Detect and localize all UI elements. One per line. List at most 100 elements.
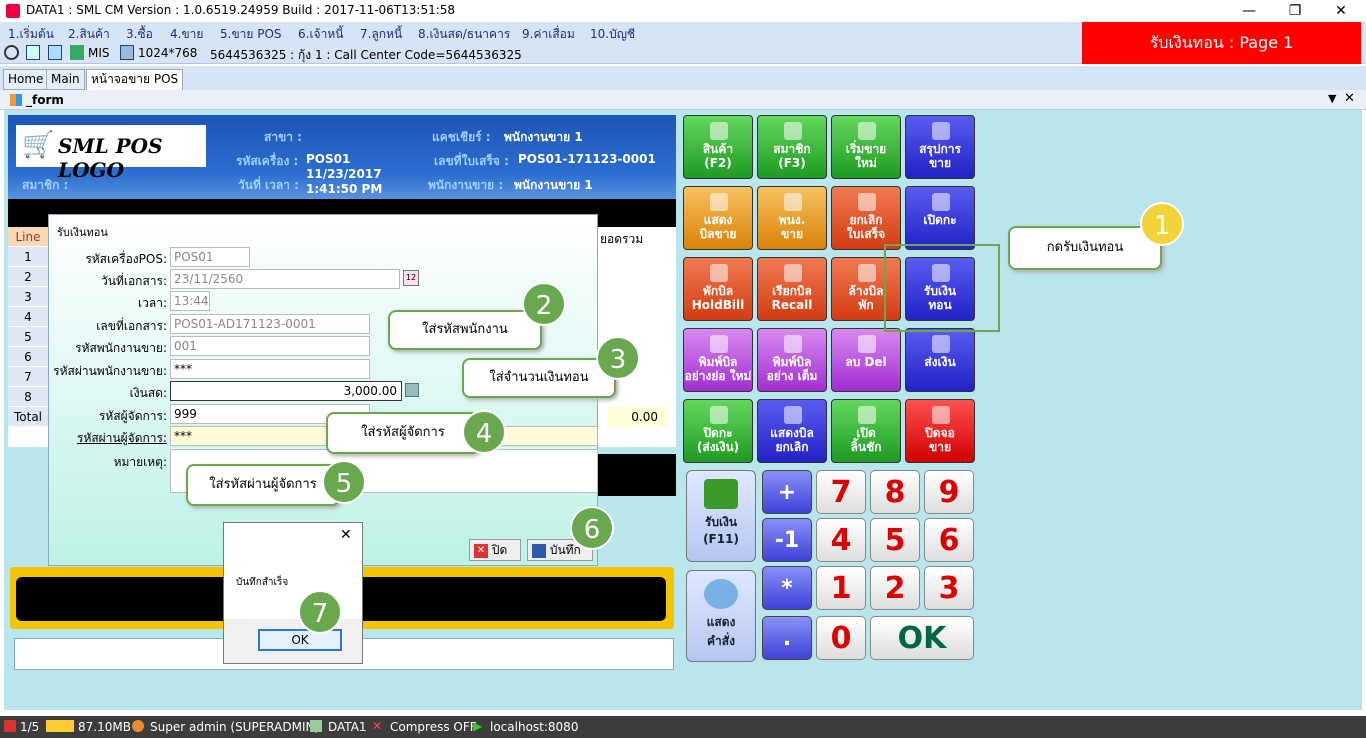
calculator-icon[interactable] xyxy=(48,45,62,60)
receive-label: รับเงิน xyxy=(704,515,738,529)
key-8[interactable]: 8 xyxy=(870,470,920,514)
key-6[interactable]: 6 xyxy=(924,518,974,562)
step-5-badge: 5 xyxy=(322,460,366,504)
member-button[interactable]: สมาชิก(F3) xyxy=(757,115,827,179)
menu-sale-pos[interactable]: 5.ขาย POS xyxy=(220,27,282,41)
window-icon[interactable] xyxy=(26,45,40,60)
close-dialog-button[interactable]: ✕ ปิด xyxy=(469,539,521,561)
show-bill-icon xyxy=(710,193,728,211)
key-5[interactable]: 5 xyxy=(870,518,920,562)
plus-key[interactable]: + xyxy=(762,470,812,514)
tab-main[interactable]: Main xyxy=(46,69,85,90)
employee-password-field[interactable]: *** xyxy=(170,359,370,379)
tab-home[interactable]: Home xyxy=(3,69,49,90)
step-3-badge: 3 xyxy=(596,336,640,380)
close-form-icon[interactable]: ✕ xyxy=(1344,91,1355,106)
receive-money-button[interactable]: รับเงิน (F11) xyxy=(686,470,756,562)
menu-sale[interactable]: 4.ขาย xyxy=(170,27,204,41)
show-bill-button[interactable]: แสดงบิลขาย xyxy=(683,186,753,250)
seller-label: พนักงานขาย : xyxy=(428,178,504,192)
pos-label: รหัสเครื่องPOS: xyxy=(85,252,167,266)
pos-field[interactable]: POS01 xyxy=(170,247,250,267)
menu-debtor[interactable]: 7.ลูกหนี้ xyxy=(360,27,403,41)
button-sublabel: (F2) xyxy=(704,156,732,170)
key-2[interactable]: 2 xyxy=(870,566,920,610)
button-label: พิมพ์บิล xyxy=(698,355,738,369)
clear-held-button[interactable]: ล้างบิลพัก xyxy=(831,257,901,321)
cashier-value: พนักงานขาย 1 xyxy=(504,130,583,144)
multiply-key[interactable]: * xyxy=(762,566,812,610)
row-number[interactable]: 6 xyxy=(8,347,48,367)
show-cancelled-button[interactable]: แสดงบิลยกเลิก xyxy=(757,399,827,463)
close-screen-button[interactable]: ปิดจอขาย xyxy=(905,399,975,463)
menu-cash-bank[interactable]: 8.เงินสด/ธนาคาร xyxy=(418,27,511,41)
callout-1: กดรับเงินทอน xyxy=(1008,226,1162,270)
line-header: Line xyxy=(8,227,48,247)
products-button[interactable]: สินค้า(F2) xyxy=(683,115,753,179)
calendar-icon[interactable]: 12 xyxy=(403,270,419,286)
row-number[interactable]: 5 xyxy=(8,327,48,347)
restore-button[interactable]: ❐ xyxy=(1288,3,1302,19)
new-sale-icon xyxy=(858,122,876,140)
key-1[interactable]: 1 xyxy=(816,566,866,610)
menu-bar: 1.เริ่มต้น 2.สินค้า 3.ซื้อ 4.ขาย 5.ขาย P… xyxy=(0,22,1366,42)
print-short-button[interactable]: พิมพ์บิลอย่างย่อ ใหม่ xyxy=(683,328,753,392)
menu-start[interactable]: 1.เริ่มต้น xyxy=(8,27,54,41)
row-number[interactable]: 3 xyxy=(8,287,48,307)
close-screen-icon xyxy=(932,406,950,424)
decimal-key[interactable]: . xyxy=(762,616,812,660)
show-commands-button[interactable]: แสดง คำสั่ง xyxy=(686,570,756,662)
resolution-label[interactable]: 1024*768 xyxy=(138,46,198,60)
menu-accounting[interactable]: 10.บัญชี xyxy=(590,27,636,41)
menu-products[interactable]: 2.สินค้า xyxy=(68,27,110,41)
receive-change-button[interactable]: รับเงินทอน xyxy=(905,257,975,321)
minimize-button[interactable]: — xyxy=(1242,3,1256,19)
row-number[interactable]: 1 xyxy=(8,247,48,267)
cancel-receipt-button[interactable]: ยกเลิกใบเสร็จ xyxy=(831,186,901,250)
docno-field[interactable]: POS01-AD171123-0001 xyxy=(170,314,370,334)
button-sublabel: Recall xyxy=(771,298,813,312)
menu-purchase[interactable]: 3.ซื้อ xyxy=(126,27,153,41)
key-0[interactable]: 0 xyxy=(816,616,866,660)
manager-field[interactable]: 999 xyxy=(170,404,370,424)
sales-summary-button[interactable]: สรุปการขาย xyxy=(905,115,975,179)
close-window-button[interactable]: ✕ xyxy=(1335,3,1347,19)
salesperson-icon xyxy=(784,193,802,211)
employee-field[interactable]: 001 xyxy=(170,336,370,356)
send-money-button[interactable]: ส่งเงิน xyxy=(905,328,975,392)
mis-label[interactable]: MIS xyxy=(88,46,110,60)
ok-button[interactable]: OK xyxy=(258,629,342,651)
calculator-icon[interactable] xyxy=(405,383,419,397)
close-shift-button[interactable]: ปิดกะ(ส่งเงิน) xyxy=(683,399,753,463)
key-3[interactable]: 3 xyxy=(924,566,974,610)
row-number[interactable]: 4 xyxy=(8,307,48,327)
open-drawer-button[interactable]: เปิดลิ้นชัก xyxy=(831,399,901,463)
salesperson-button[interactable]: พนง.ขาย xyxy=(757,186,827,250)
row-number[interactable]: 7 xyxy=(8,367,48,387)
docdate-field[interactable]: 23/11/2560 xyxy=(170,269,400,289)
menu-creditor[interactable]: 6.เจ้าหนี้ xyxy=(298,27,344,41)
chevron-down-icon[interactable]: ▼ xyxy=(1328,92,1337,105)
minus-one-key[interactable]: -1 xyxy=(762,518,812,562)
ok-key[interactable]: OK xyxy=(870,616,974,660)
machine-value: POS01 xyxy=(306,152,351,166)
member-icon xyxy=(784,122,802,140)
menu-depreciation[interactable]: 9.ค่าเสื่อม xyxy=(522,27,575,41)
msgbox-close-icon[interactable]: ✕ xyxy=(340,527,352,543)
row-number[interactable]: 8 xyxy=(8,387,48,407)
tab-pos[interactable]: หน้าจอขาย POS xyxy=(86,69,184,90)
key-4[interactable]: 4 xyxy=(816,518,866,562)
cash-field[interactable]: 3,000.00 xyxy=(170,381,402,401)
delete-button[interactable]: ลบ Del xyxy=(831,328,901,392)
row-number[interactable]: 2 xyxy=(8,267,48,287)
open-shift-button[interactable]: เปิดกะ xyxy=(905,186,975,250)
new-sale-button[interactable]: เริ่มขายใหม่ xyxy=(831,115,901,179)
key-9[interactable]: 9 xyxy=(924,470,974,514)
print-full-button[interactable]: พิมพ์บิลอย่าง เต็ม xyxy=(757,328,827,392)
clock-icon[interactable] xyxy=(4,45,19,60)
time-field[interactable]: 13:44 xyxy=(170,291,210,311)
key-7[interactable]: 7 xyxy=(816,470,866,514)
floppy-icon xyxy=(532,543,546,558)
